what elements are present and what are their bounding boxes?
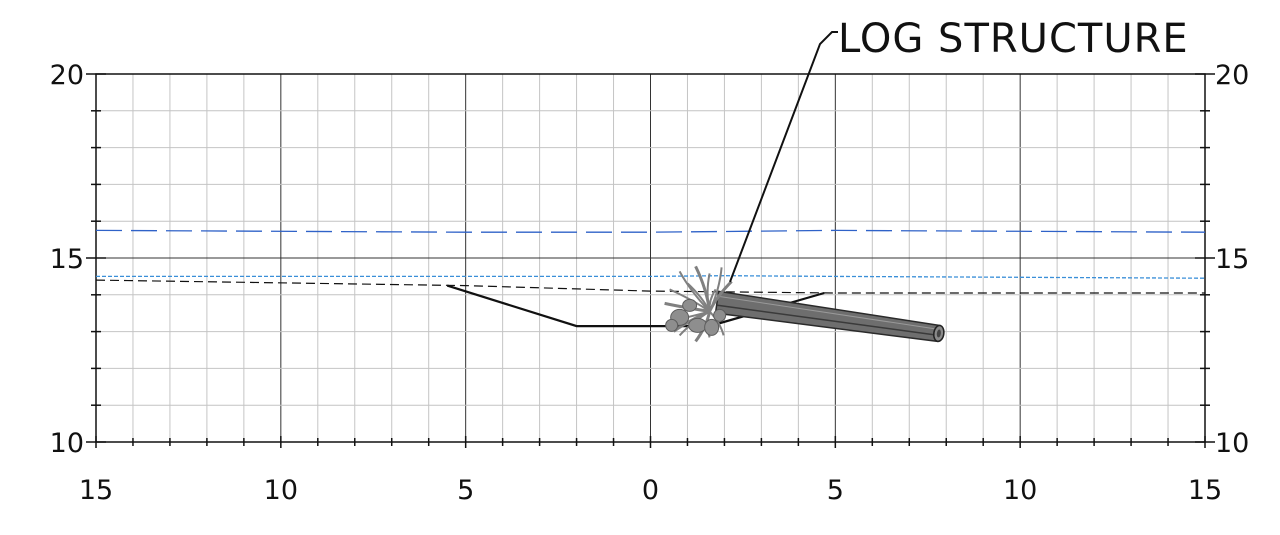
grid	[96, 74, 1205, 442]
dotted-blue-water-line	[96, 275, 1206, 279]
root-strand	[686, 282, 711, 312]
y-tick-label-left: 20	[50, 60, 84, 91]
root-clump	[688, 317, 708, 333]
dashed-black-ground-line	[95, 279, 1205, 294]
root-clump	[713, 308, 727, 322]
y-tick-label-right: 10	[1215, 428, 1249, 459]
plot-border	[95, 73, 1206, 443]
root-strand	[708, 280, 733, 313]
root-strand	[708, 310, 725, 336]
root-clump	[682, 298, 698, 312]
x-tick-label: 10	[1003, 475, 1037, 506]
root-clump	[665, 318, 679, 332]
y-tick-label-left: 15	[50, 244, 84, 275]
callout-group: LOG STRUCTURE	[729, 16, 1189, 283]
callout-label: LOG STRUCTURE	[838, 16, 1189, 62]
callout-leader-line	[729, 31, 838, 283]
log-end-core	[936, 329, 941, 338]
root-strand	[708, 288, 717, 312]
y-tick-label-right: 20	[1215, 60, 1249, 91]
plot-frame	[95, 73, 1206, 443]
x-tick-label: 5	[457, 475, 474, 506]
axis-labels: 15 10 5 0 5 10 15 20 15 10 20 15 10	[50, 60, 1250, 506]
x-tick-label: 15	[1188, 475, 1222, 506]
x-tick-label: 10	[264, 475, 298, 506]
dashed-blue-water-line	[95, 229, 1206, 233]
y-tick-label-left: 10	[50, 428, 84, 459]
log-structure-graphic	[664, 265, 945, 343]
x-tick-label: 5	[827, 475, 844, 506]
root-strand	[678, 270, 711, 313]
x-tick-label: 15	[79, 475, 113, 506]
x-tick-label: 0	[642, 475, 659, 506]
log-trunk-shading	[716, 304, 939, 337]
log-trunk	[714, 290, 941, 343]
y-tick-label-right: 15	[1215, 244, 1249, 275]
root-clump	[704, 318, 720, 336]
log-trunk-highlight	[717, 295, 940, 330]
